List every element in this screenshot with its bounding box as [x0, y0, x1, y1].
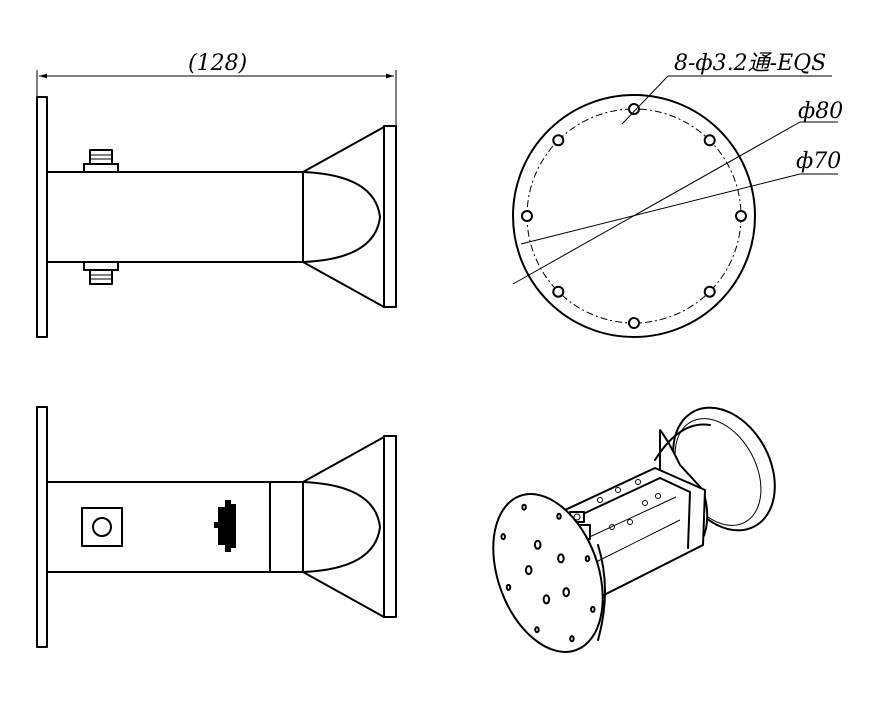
side-view-top: (128)	[36, 51, 397, 338]
mounting-hole	[703, 285, 716, 298]
mounting-holes	[521, 103, 747, 329]
iso-hole	[505, 583, 512, 591]
flange-front-view: 8-ф3.2通-EQS ф80 ф70	[512, 51, 843, 338]
iso-flange-holes	[500, 503, 596, 643]
dimension-length: (128)	[36, 51, 397, 126]
label-plate	[214, 500, 236, 552]
iso-hole	[562, 587, 571, 598]
iso-hole	[533, 539, 542, 550]
bolt-top	[83, 149, 119, 173]
iso-hole	[584, 555, 591, 563]
mounting-hole	[552, 285, 565, 298]
iso-hole	[590, 605, 596, 613]
iso-hole	[556, 512, 562, 520]
mounting-plate	[36, 96, 48, 338]
mounting-hole	[521, 210, 533, 222]
side-view-bottom	[36, 406, 397, 648]
mounting-hole	[703, 134, 716, 147]
length-dimension-label: (128)	[188, 51, 247, 76]
end-flange	[383, 125, 397, 308]
iso-hole	[542, 594, 551, 605]
iso-hole	[569, 635, 575, 643]
mounting-plate-2	[36, 406, 48, 648]
iso-hole	[557, 553, 565, 564]
mounting-hole	[628, 317, 640, 329]
iso-hole	[534, 626, 540, 634]
mounting-hole	[735, 210, 747, 222]
iso-hole	[521, 503, 527, 511]
arm-tube	[46, 171, 304, 263]
connector-icon	[81, 507, 123, 547]
cone-adapter-2	[302, 436, 385, 618]
end-flange-2	[383, 435, 397, 618]
cone-adapter	[302, 126, 385, 308]
mounting-hole	[552, 134, 565, 147]
isometric-view	[492, 406, 776, 653]
hole-callout-label: 8-ф3.2通-EQS	[674, 51, 826, 76]
iso-hole	[500, 533, 506, 541]
bolt-bottom	[83, 261, 119, 285]
outer-diameter-label: ф80	[798, 99, 843, 124]
bolt-circle-diameter-label: ф70	[796, 149, 841, 174]
mounting-hole	[628, 103, 640, 115]
flange-outer-circle	[512, 94, 756, 338]
iso-front-flange	[492, 493, 604, 653]
iso-hole	[524, 565, 533, 576]
